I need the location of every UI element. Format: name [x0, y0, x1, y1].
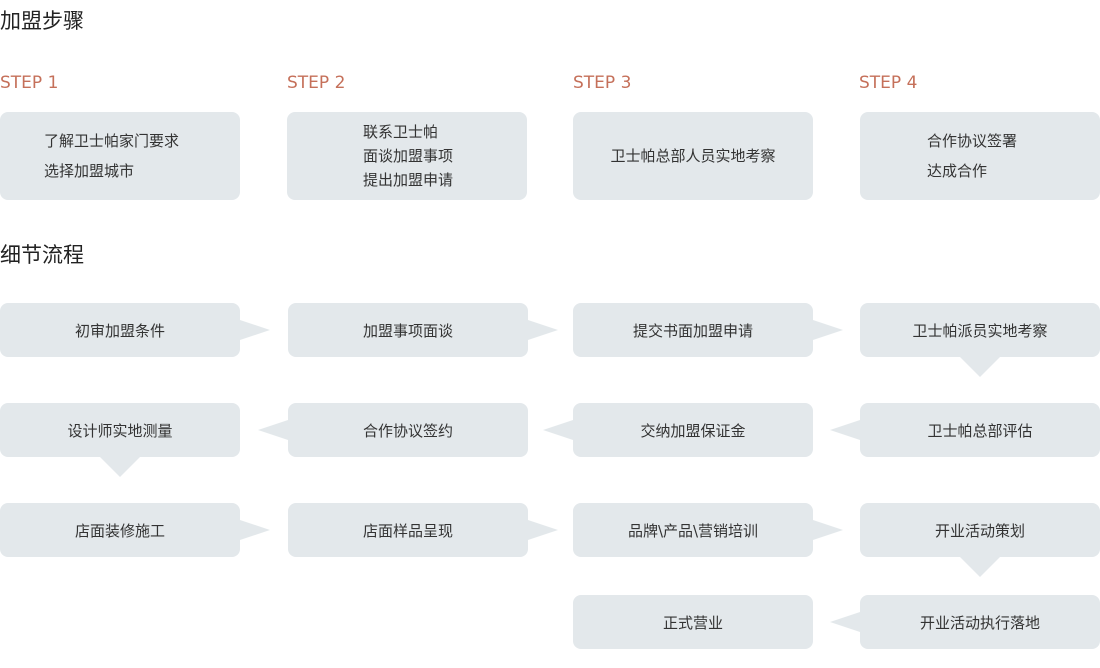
step-1-label: STEP 1 [0, 73, 59, 93]
step-2-label: STEP 2 [287, 73, 346, 93]
flow-node-interview: 加盟事项面谈 [288, 303, 528, 357]
step-3-line-1: 卫士帕总部人员实地考察 [610, 147, 776, 165]
step-4-line-1: 合作协议签署 [926, 132, 1017, 150]
detail-flow-title: 细节流程 [0, 243, 84, 267]
step-2-line-2: 面谈加盟事项 [363, 147, 454, 165]
step-1-line-1: 了解卫士帕家门要求 [44, 132, 180, 150]
flow-node-official-opening: 正式营业 [573, 595, 813, 649]
step-4-label: STEP 4 [859, 73, 918, 93]
flow-arrow-down [100, 457, 140, 477]
step-2-line-3: 提出加盟申请 [363, 171, 454, 189]
step-2-box: 联系卫士帕 面谈加盟事项 提出加盟申请 [287, 112, 527, 200]
flow-node-designer-measure: 设计师实地测量 [0, 403, 240, 457]
flow-arrow-right [240, 320, 270, 340]
flow-node-store-renovation: 店面装修施工 [0, 503, 240, 557]
join-steps-title: 加盟步骤 [0, 9, 84, 33]
flow-node-initial-review: 初审加盟条件 [0, 303, 240, 357]
flow-node-hq-evaluation: 卫士帕总部评估 [860, 403, 1100, 457]
step-1-line-2: 选择加盟城市 [44, 162, 135, 180]
flow-node-opening-planning: 开业活动策划 [860, 503, 1100, 557]
flow-arrow-left [543, 420, 573, 440]
step-4-box: 合作协议签署 达成合作 [860, 112, 1100, 200]
step-1-box: 了解卫士帕家门要求 选择加盟城市 [0, 112, 240, 200]
flow-node-store-samples: 店面样品呈现 [288, 503, 528, 557]
flow-arrow-down [960, 357, 1000, 377]
step-3-box: 卫士帕总部人员实地考察 [573, 112, 813, 200]
flow-arrow-left [830, 420, 860, 440]
flow-node-sign-agreement: 合作协议签约 [288, 403, 528, 457]
flow-node-opening-execution: 开业活动执行落地 [860, 595, 1100, 649]
flow-node-pay-deposit: 交纳加盟保证金 [573, 403, 813, 457]
flow-arrow-left [258, 420, 288, 440]
flow-arrow-right [528, 520, 558, 540]
flow-arrow-down [960, 557, 1000, 577]
step-2-line-1: 联系卫士帕 [363, 123, 439, 141]
flow-arrow-right [813, 320, 843, 340]
flow-node-training: 品牌\产品\营销培训 [573, 503, 813, 557]
flow-arrow-right [813, 520, 843, 540]
flow-arrow-left [830, 612, 860, 632]
flow-node-written-application: 提交书面加盟申请 [573, 303, 813, 357]
flow-arrow-right [240, 520, 270, 540]
flow-arrow-right [528, 320, 558, 340]
step-3-label: STEP 3 [573, 73, 632, 93]
step-4-line-2: 达成合作 [926, 162, 987, 180]
flow-node-site-inspection: 卫士帕派员实地考察 [860, 303, 1100, 357]
